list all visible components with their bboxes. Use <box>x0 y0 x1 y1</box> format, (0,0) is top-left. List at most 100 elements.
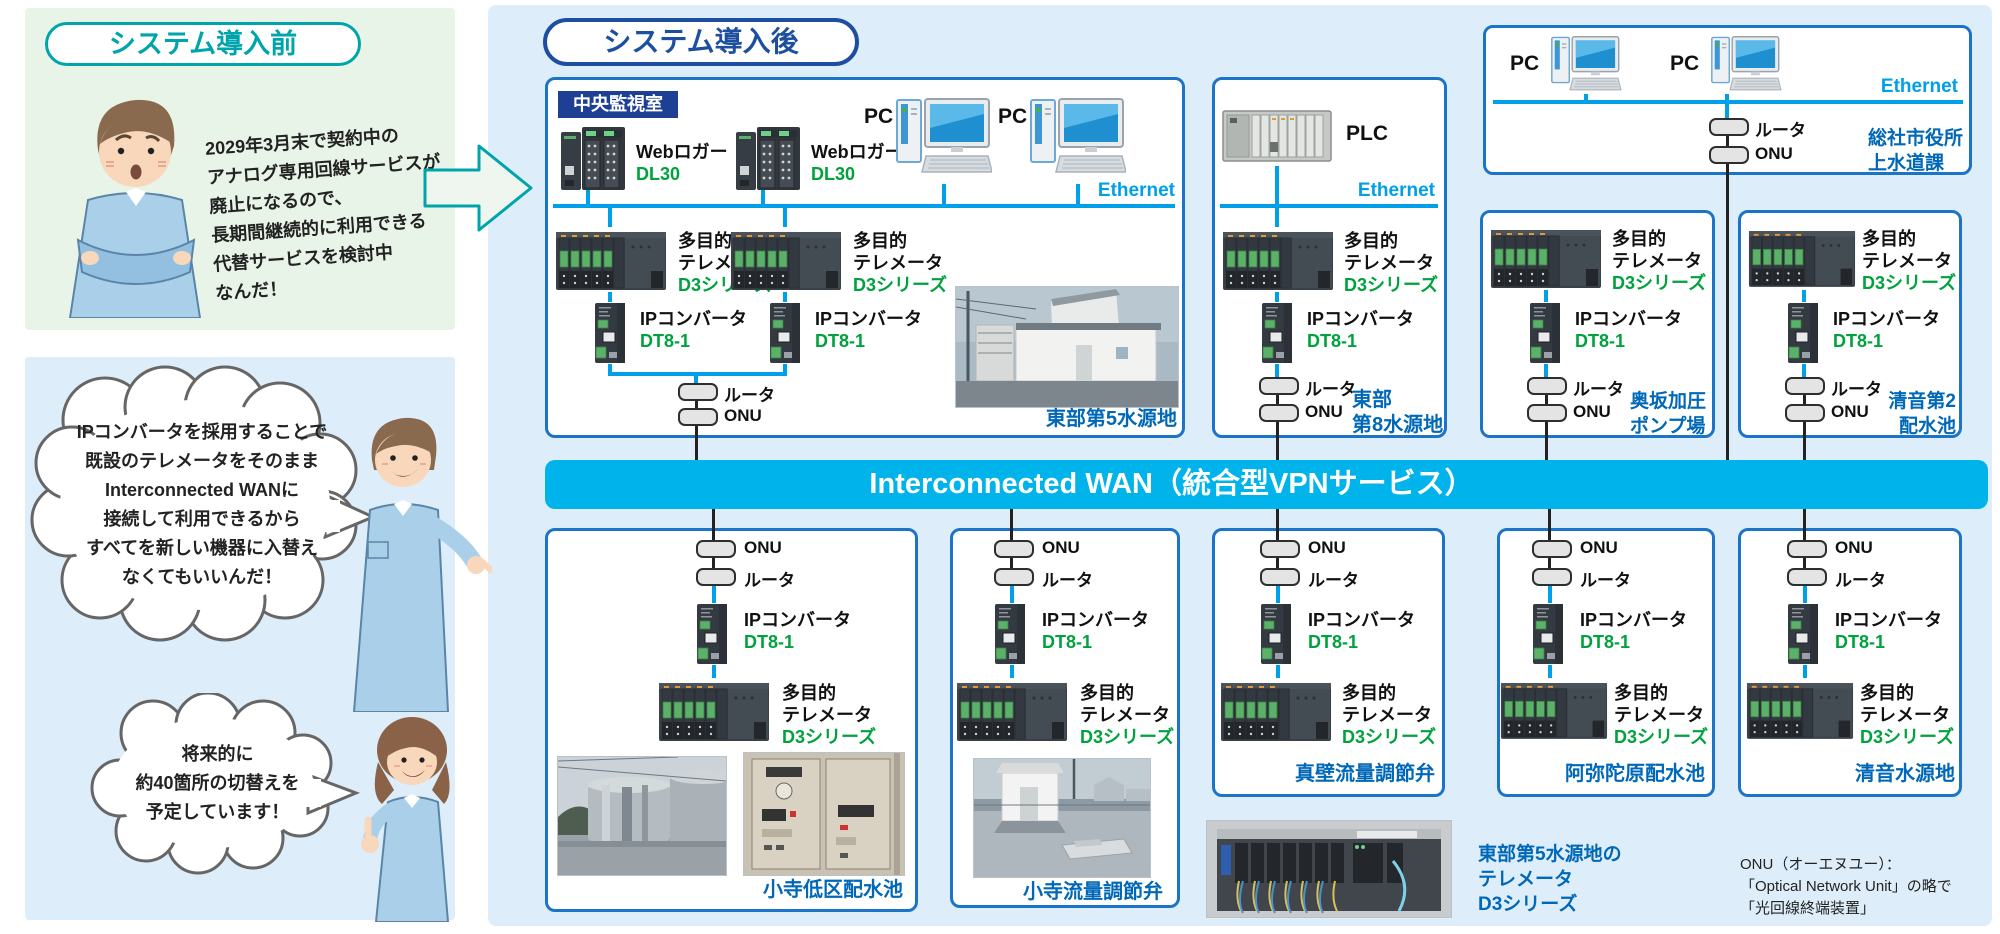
transition-arrow-icon <box>423 144 533 232</box>
after-header-badge: システム導入後 <box>543 18 859 66</box>
bubble-1-text: IPコンバータを採用することで 既設のテレメータをそのまま Interconne… <box>52 418 352 592</box>
ethernet-bus-soja <box>1493 100 1963 104</box>
ethernet-text: Ethernet <box>1880 76 1958 97</box>
router-device <box>1785 377 1825 395</box>
bubble-1-line: すべてを新しい機器に入替え <box>86 538 318 558</box>
connector-line <box>608 292 612 302</box>
pointing-worker-illustration <box>352 417 492 712</box>
connector-line <box>1802 290 1806 302</box>
ip-converter-device <box>1259 302 1295 364</box>
ip-converter-device <box>1258 603 1294 665</box>
pc-label-text: PC <box>998 105 1028 128</box>
connector-line <box>1725 104 1729 120</box>
pc-3-label: PC <box>1510 52 1539 76</box>
bubble-2-text: 将来的に 約40箇所の切替えを 予定しています！ <box>110 740 325 827</box>
bubble-2-line: 予定しています！ <box>145 802 290 822</box>
ipconv-model: DT8-1 <box>1835 632 1886 652</box>
ipconv-model: DT8-1 <box>1307 331 1358 351</box>
ipconv-name: IPコンバータ <box>1833 309 1941 329</box>
telemeter-series: D3シリーズ <box>1612 273 1707 293</box>
wan-label: Interconnected WAN（統合型VPNサービス） <box>869 468 1474 500</box>
photo-kodera-valve-hut <box>973 758 1151 878</box>
before-header-label: システム導入前 <box>108 29 298 59</box>
onu-glossary-note: ONU（オーエヌユー）： 「Optical Network Unit」の略で 「… <box>1740 854 1952 920</box>
onu-text: ONU <box>744 538 782 557</box>
onu-label: ONU <box>1305 402 1343 422</box>
ipconv-name: IPコンバータ <box>1042 610 1150 630</box>
onu-label: ONU <box>1308 538 1346 558</box>
telemeter-device <box>555 227 667 293</box>
telemeter-device <box>956 678 1068 744</box>
ip-converter-device <box>592 302 628 364</box>
ip-converter-device <box>1527 302 1563 364</box>
telemeter-l2: テレメータ <box>1612 251 1702 271</box>
ip-converter-device <box>767 302 803 364</box>
ethernet-bus-tobu8 <box>1220 204 1438 208</box>
ipconv-model: DT8-1 <box>640 331 691 351</box>
telemeter-l2: テレメータ <box>782 705 872 725</box>
telemeter-device <box>1746 678 1854 742</box>
site-name: 清音水源地 <box>1855 763 1955 785</box>
connector-line <box>1584 94 1588 100</box>
note-line: 「Optical Network Unit」の略で <box>1740 878 1952 895</box>
ipconv-model: DT8-1 <box>1042 632 1093 652</box>
onu-device <box>1259 404 1299 422</box>
telemeter-series: D3シリーズ <box>782 727 877 747</box>
ip-converter-device <box>1530 603 1566 665</box>
ipconv-model: DT8-1 <box>1308 632 1359 652</box>
connector-line <box>1548 665 1552 678</box>
router-text: ルータ <box>1042 571 1093 590</box>
telemeter-series: D3シリーズ <box>1862 273 1957 293</box>
connector-line <box>1275 364 1279 379</box>
telemeter-device <box>1500 678 1608 742</box>
connector-line <box>1803 665 1807 678</box>
router-label: ルータ <box>1042 566 1093 591</box>
onu-device <box>1527 404 1567 422</box>
connector-line <box>586 188 590 204</box>
onu-text: ONU <box>724 406 762 425</box>
ipconv-model: DT8-1 <box>1575 331 1626 351</box>
ipconv-name: IPコンバータ <box>640 309 748 329</box>
ipconv-model: DT8-1 <box>1580 632 1631 652</box>
ip-converter-device <box>1785 302 1821 364</box>
telemeter-l2: テレメータ <box>1614 705 1704 725</box>
connector-line <box>712 665 716 678</box>
bubble-1-line: 既設のテレメータをそのまま <box>85 451 319 471</box>
router-label: ルータ <box>1755 116 1806 141</box>
telemeter-device <box>1490 225 1602 291</box>
telemeter-device <box>1222 227 1334 293</box>
onu-label: ONU <box>1573 402 1611 422</box>
connector-line <box>608 208 612 227</box>
onu-text: ONU <box>1573 402 1611 421</box>
pc-label-text: PC <box>1670 52 1700 75</box>
onu-text: ONU <box>1580 538 1618 557</box>
telemeter-series: D3シリーズ <box>1614 727 1709 747</box>
bubble-1-line: Interconnected WANに <box>104 480 300 500</box>
connector-line <box>1276 582 1280 603</box>
connector-line <box>1076 184 1080 204</box>
bubble-1-line: なくてもいいんだ！ <box>121 567 283 587</box>
connector-line <box>1802 364 1806 379</box>
onu-text: ONU <box>1755 144 1793 163</box>
connector-line <box>1275 292 1279 302</box>
weblogger-model: DL30 <box>811 164 856 184</box>
connector-line <box>712 582 716 603</box>
box-kiyone-suigen <box>1738 528 1962 797</box>
onu-label: ONU <box>1831 402 1869 422</box>
site-name: 上水道課 <box>1868 153 1945 174</box>
pc-1-label: PC <box>864 105 893 129</box>
router-label: ルータ <box>1835 566 1886 591</box>
photo-telemeter-cabinet <box>1206 820 1452 918</box>
telemeter-l1: 多目的 <box>782 683 836 703</box>
onu-label: ONU <box>1835 538 1873 558</box>
connector-line <box>1275 166 1279 204</box>
